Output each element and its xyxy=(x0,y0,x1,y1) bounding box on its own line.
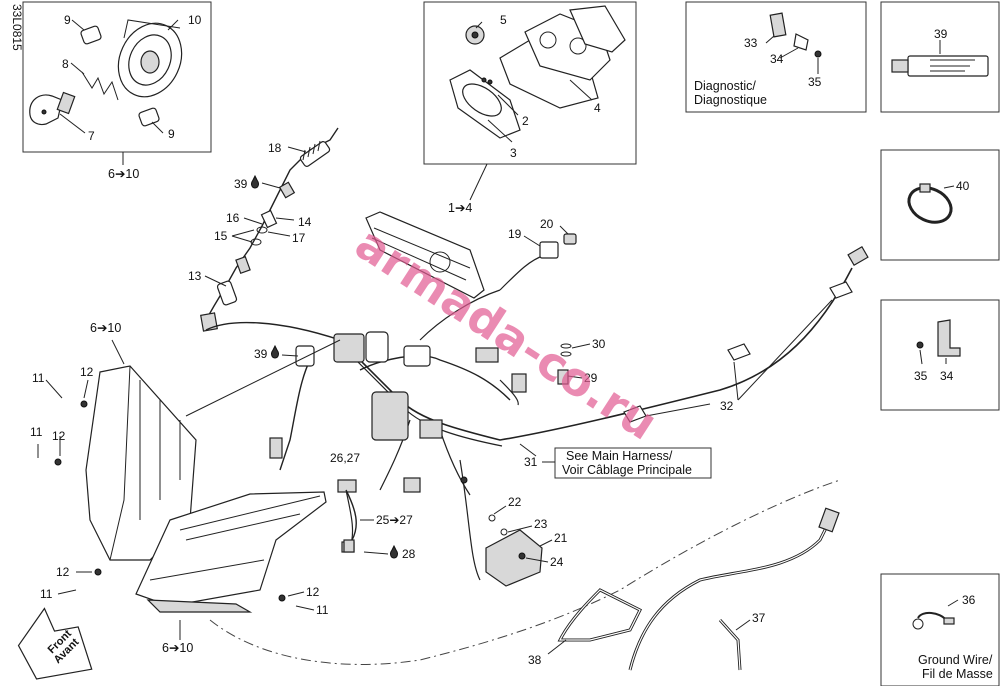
diagnostic-connector xyxy=(769,12,822,58)
callout-36: 36 xyxy=(962,593,976,607)
main-harness-note-box xyxy=(554,447,712,479)
callout-6-10-mid: 6➔10 xyxy=(90,321,121,335)
grease-drop-icon-harness xyxy=(271,344,279,359)
callout-11-c: 11 xyxy=(40,587,53,601)
inset-box-ground-wire xyxy=(880,573,1000,686)
boot-cap-bottom xyxy=(138,107,160,127)
callout-12-a: 12 xyxy=(80,365,94,379)
callout-39-harness: 39 xyxy=(254,347,268,361)
inset-box-clamp xyxy=(880,149,1000,261)
boot-cap-top xyxy=(80,25,102,45)
headlight-side xyxy=(54,365,197,576)
callout-1-4: 1➔4 xyxy=(448,201,472,215)
callout-21: 21 xyxy=(554,531,568,545)
callout-11-d: 11 xyxy=(316,603,329,617)
part-29-30 xyxy=(557,343,572,385)
callout-31: 31 xyxy=(524,455,538,469)
callout-33: 33 xyxy=(744,36,758,50)
callout-20: 20 xyxy=(540,217,554,231)
callout-37: 37 xyxy=(752,611,766,625)
instrument-cluster-assembly xyxy=(365,211,485,299)
callout-3: 3 xyxy=(510,146,517,160)
callout-12-d: 12 xyxy=(306,585,320,599)
callout-12-c: 12 xyxy=(56,565,70,579)
callout-29: 29 xyxy=(584,371,598,385)
callout-30: 30 xyxy=(592,337,606,351)
callout-16: 16 xyxy=(226,211,240,225)
callout-14: 14 xyxy=(298,215,312,229)
inset-box-headlamp-bulb xyxy=(22,1,212,153)
bulb-h4 xyxy=(29,91,76,126)
ground-label-en: Ground Wire/ xyxy=(918,653,993,667)
gauge-seal-ring xyxy=(569,5,626,53)
callout-38: 38 xyxy=(528,653,542,667)
callout-35-inset: 35 xyxy=(914,369,928,383)
callout-2: 2 xyxy=(522,114,529,128)
callout-9-bottom: 9 xyxy=(168,127,175,141)
harness-note-en: See Main Harness/ xyxy=(566,449,673,463)
callout-5: 5 xyxy=(500,13,507,27)
front-arrow xyxy=(17,607,93,680)
callout-7: 7 xyxy=(88,129,95,143)
headlight-front xyxy=(135,491,327,613)
callout-25-27: 25➔27 xyxy=(376,513,413,527)
callout-32: 32 xyxy=(720,399,734,413)
figure-id: 33L0815 xyxy=(10,4,24,51)
callout-35-top: 35 xyxy=(808,75,822,89)
callout-24: 24 xyxy=(550,555,564,569)
callout-39-inset: 39 xyxy=(934,27,948,41)
callout-22: 22 xyxy=(508,495,522,509)
gauge-housing-rear xyxy=(449,69,521,139)
gauge-knob xyxy=(465,25,485,45)
callout-17: 17 xyxy=(292,231,306,245)
switch-19-20 xyxy=(539,233,577,259)
harness-note-fr: Voir Câblage Principale xyxy=(562,463,692,477)
callout-11-a: 11 xyxy=(32,371,45,385)
ground-wire xyxy=(912,612,955,630)
callout-18: 18 xyxy=(268,141,282,155)
mounting-bracket xyxy=(916,319,961,357)
callout-34-inset: 34 xyxy=(940,369,954,383)
callout-34-top: 34 xyxy=(770,52,784,66)
callout-23: 23 xyxy=(534,517,548,531)
cable-37 xyxy=(628,507,840,671)
callout-39-cable: 39 xyxy=(234,177,248,191)
callout-12-b: 12 xyxy=(52,429,66,443)
callout-26-27: 26,27 xyxy=(330,451,360,465)
diagnostic-label-fr: Diagnostique xyxy=(694,93,767,107)
temp-sensor-25-28 xyxy=(343,489,357,553)
callout-11-b: 11 xyxy=(30,425,43,439)
dielectric-grease-tube xyxy=(891,55,989,77)
diagnostic-label-en: Diagnostic/ xyxy=(694,79,756,93)
callout-6-10-bot: 6➔10 xyxy=(162,641,193,655)
hose-clamp xyxy=(907,183,953,224)
callout-10: 10 xyxy=(188,13,202,27)
module-21-24 xyxy=(485,514,543,587)
callout-8: 8 xyxy=(62,57,69,71)
cable-38 xyxy=(557,588,643,642)
grease-drop-icon xyxy=(251,174,259,189)
grease-drop-icon-sensor xyxy=(390,544,398,559)
wire-32 xyxy=(623,245,869,423)
callout-19: 19 xyxy=(508,227,522,241)
callout-6-10-top: 6➔10 xyxy=(108,167,139,181)
wiring-harness xyxy=(205,254,853,581)
retaining-spring xyxy=(81,71,119,101)
callout-9-top: 9 xyxy=(64,13,71,27)
callout-15: 15 xyxy=(214,229,228,243)
callout-40: 40 xyxy=(956,179,970,193)
headlamp-reflector xyxy=(117,19,183,98)
callout-28: 28 xyxy=(402,547,416,561)
callout-13: 13 xyxy=(188,269,202,283)
dashed-body-outline xyxy=(209,479,841,665)
callout-4: 4 xyxy=(594,101,601,115)
ground-label-fr: Fil de Masse xyxy=(922,667,993,681)
